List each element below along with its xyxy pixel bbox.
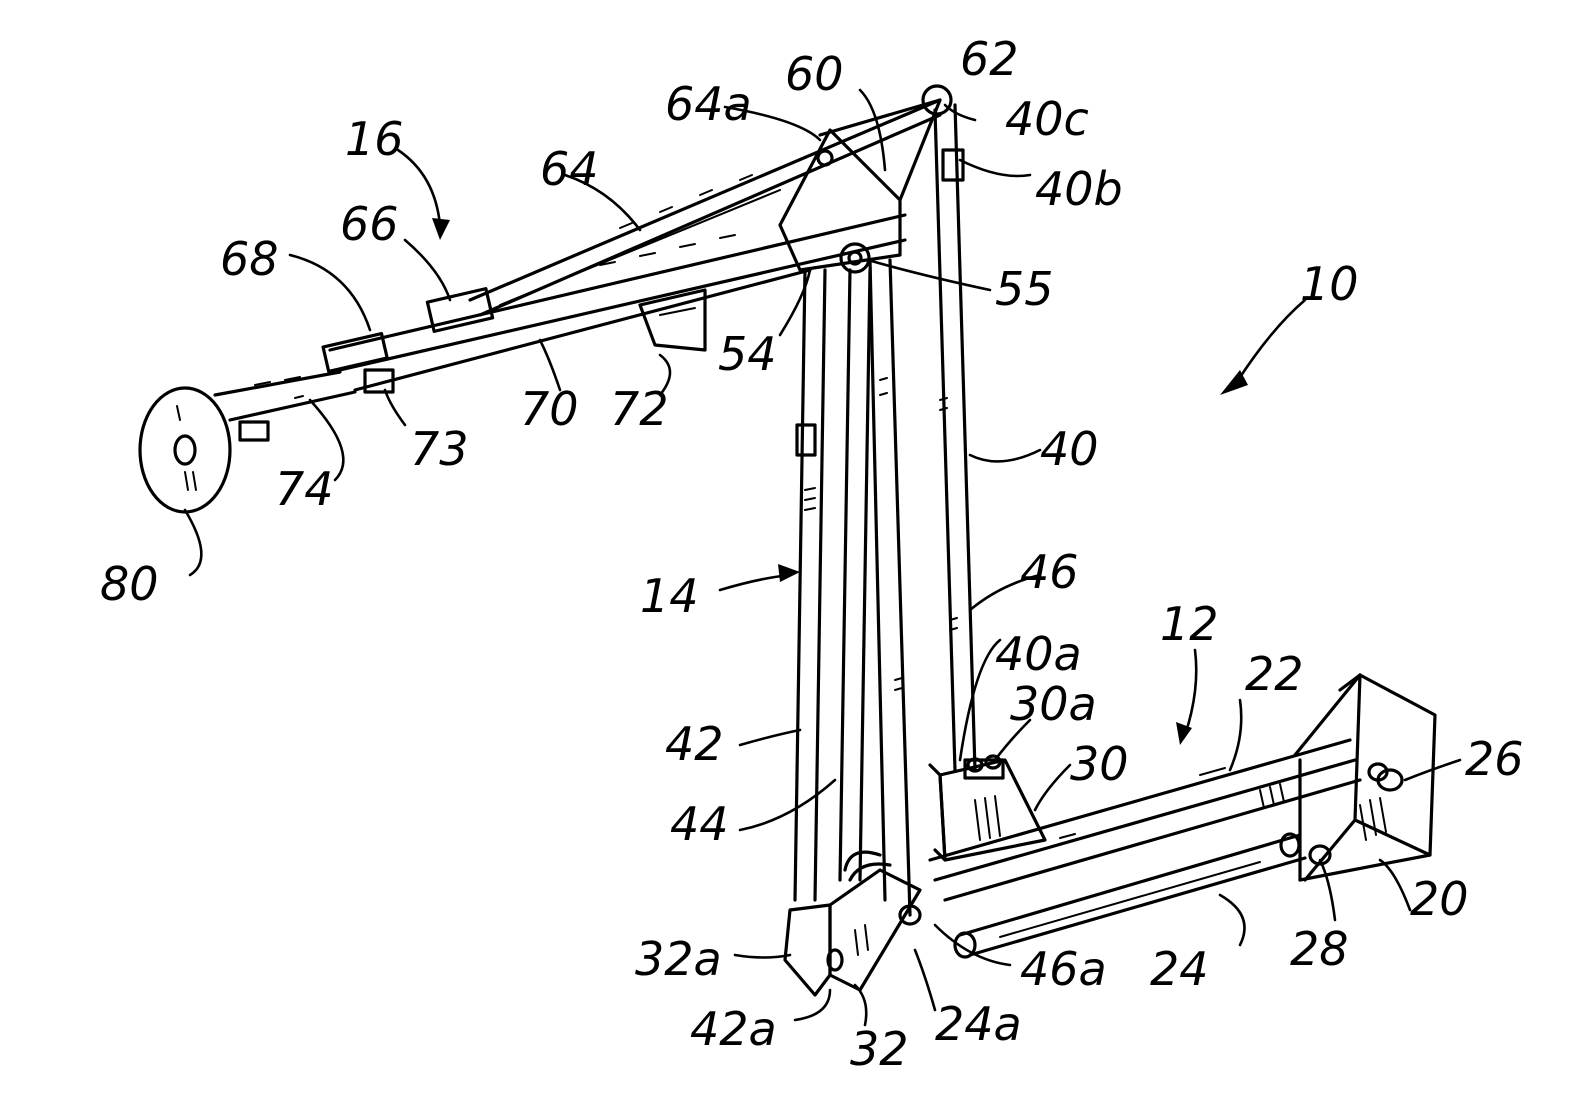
label-44: 44 [670,797,729,851]
label-46: 46 [1020,545,1079,599]
label-40b: 40b [1035,162,1123,216]
label-26: 26 [1465,732,1524,786]
label-60: 60 [785,47,844,101]
label-42a: 42a [690,1002,777,1056]
label-16: 16 [345,112,404,166]
label-80: 80 [100,557,159,611]
label-46a: 46a [1020,942,1107,996]
label-14: 14 [640,569,699,623]
reference-labels: 10 12 14 16 20 22 24 24a 26 28 30 30a 32… [100,32,1524,1076]
label-20: 20 [1410,872,1469,926]
label-30a: 30a [1010,677,1097,731]
label-42: 42 [665,717,724,771]
base-frame [930,675,1435,957]
label-30: 30 [1070,737,1129,791]
label-40: 40 [1040,422,1099,476]
label-54: 54 [718,327,777,381]
label-74: 74 [275,462,334,516]
label-64a: 64a [665,77,752,131]
label-28: 28 [1290,922,1349,976]
label-32: 32 [850,1022,909,1076]
label-10: 10 [1300,257,1359,311]
label-24a: 24a [935,997,1022,1051]
label-64: 64 [540,142,599,196]
label-72: 72 [610,382,669,436]
label-62: 62 [960,32,1019,86]
mast [785,105,975,995]
label-40a: 40a [995,627,1082,681]
label-32a: 32a [635,932,722,986]
label-68: 68 [220,232,279,286]
label-55: 55 [995,262,1054,316]
label-73: 73 [410,422,469,476]
label-24: 24 [1150,942,1209,996]
label-66: 66 [340,197,399,251]
label-12: 12 [1160,597,1219,651]
label-22: 22 [1245,647,1304,701]
label-40c: 40c [1005,92,1089,146]
label-70: 70 [520,382,579,436]
